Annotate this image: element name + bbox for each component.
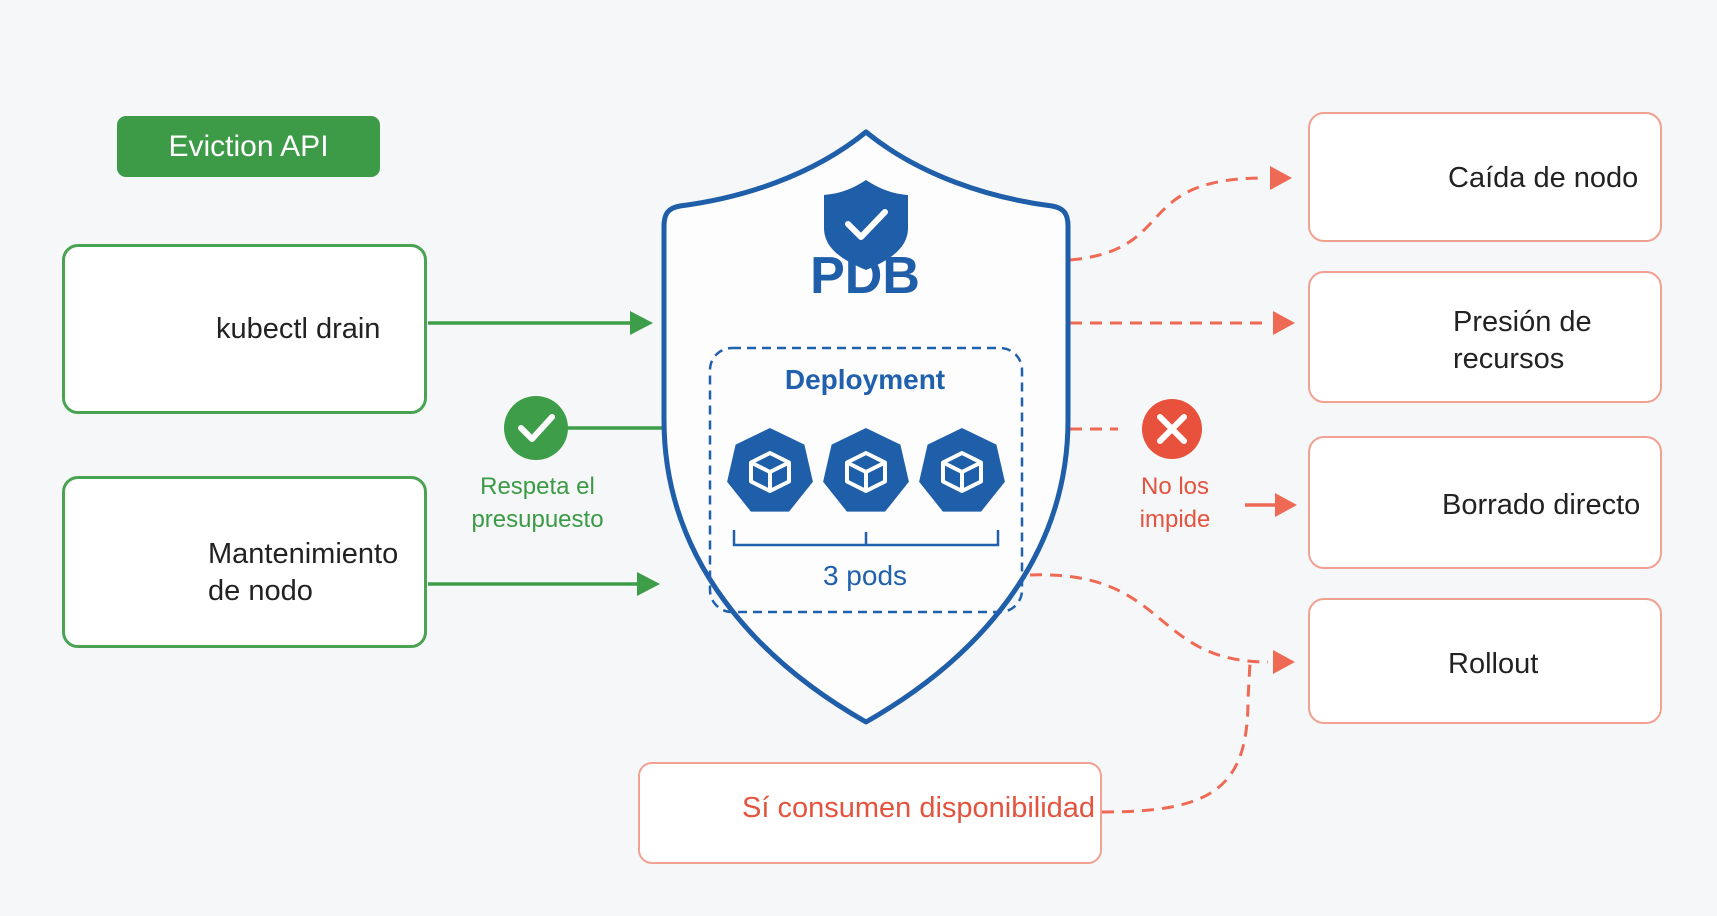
source-node-maintenance-label-1: Mantenimiento (208, 538, 399, 570)
connector-to-node-failure (1069, 176, 1266, 262)
cause-resource-pressure-label-2: recursos (1453, 343, 1565, 375)
cause-rollout-label: Rollout (1448, 648, 1539, 680)
x-circle-icon (1142, 399, 1202, 459)
connector-note-to-rollout (1101, 661, 1252, 814)
eviction-api-tag: Eviction API (117, 116, 380, 177)
cause-direct-delete[interactable] (1308, 436, 1662, 569)
respects-budget-caption: Respeta el presupuesto (455, 470, 620, 536)
not-prevented-line-2: impide (1139, 506, 1211, 533)
pdb-shield (661, 129, 1071, 725)
deployment-box (708, 346, 1024, 614)
cause-direct-delete-label: Borrado directo (1442, 489, 1641, 521)
arrowhead-node-failure (1270, 166, 1292, 190)
source-kubectl-drain-label: kubectl drain (216, 313, 381, 345)
arrow-impide-to-borrado (1245, 493, 1297, 517)
pods-label: 3 pods (822, 560, 908, 591)
cause-resource-pressure-label-1: Presión de (1453, 306, 1592, 338)
source-kubectl-drain[interactable] (62, 244, 427, 414)
pdb-title: PDB (810, 247, 920, 305)
pod-cube-icon (749, 451, 791, 493)
arrow-drain-to-pdb (428, 311, 653, 335)
shield-check-icon (824, 180, 908, 270)
respects-line-1: Respeta el (480, 473, 595, 500)
arrowhead-pressure (1273, 311, 1295, 335)
source-node-maintenance-label-2: de nodo (208, 575, 313, 607)
cause-resource-pressure[interactable] (1308, 271, 1662, 403)
pod-3 (919, 428, 1005, 512)
arrow-maintenance-to-pdb (428, 572, 660, 596)
check-circle-icon (504, 396, 568, 460)
source-node-maintenance[interactable] (62, 476, 427, 648)
cause-node-failure-label: Caída de nodo (1448, 162, 1639, 194)
respects-line-2: presupuesto (471, 506, 604, 533)
pod-cube-icon (941, 451, 983, 493)
pods (727, 428, 1005, 512)
pod-2 (823, 428, 909, 512)
pod-1 (727, 428, 813, 512)
availability-note-label: Sí consumen disponibilidad (742, 792, 1096, 824)
cause-node-failure[interactable] (1308, 112, 1662, 242)
pod-cube-icon (845, 451, 887, 493)
connector-to-rollout (1029, 573, 1269, 664)
eviction-api-label: Eviction API (168, 129, 329, 163)
not-prevented-caption: No los impide (1110, 470, 1240, 536)
availability-note[interactable] (638, 762, 1102, 864)
not-prevented-line-1: No los (1140, 473, 1210, 500)
arrowhead-rollout (1273, 650, 1295, 674)
deployment-label: Deployment (784, 364, 946, 395)
cause-rollout[interactable] (1308, 598, 1662, 724)
pods-bracket (732, 530, 1000, 547)
